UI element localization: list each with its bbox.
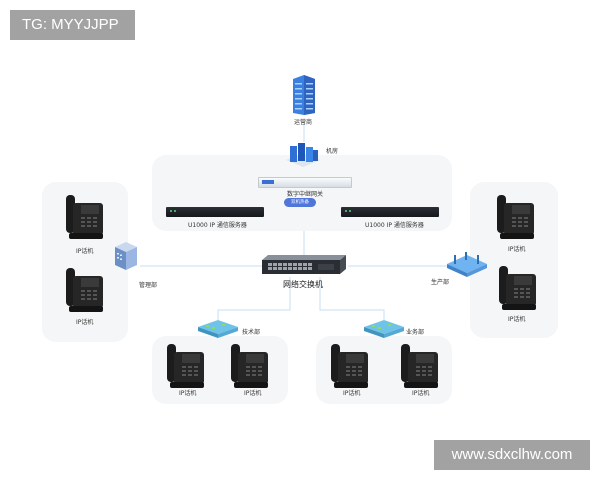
ip-phone-label: IP话机 bbox=[508, 316, 526, 323]
dept-biz-label: 业务部 bbox=[406, 329, 425, 336]
ip-phone-icon bbox=[396, 342, 442, 390]
ip-phone-label: IP话机 bbox=[412, 390, 430, 397]
dept-prod-label: 生产部 bbox=[431, 279, 450, 286]
tech-router-icon bbox=[196, 318, 240, 340]
watermark-top-left: TG: MYYJJPP bbox=[10, 10, 135, 40]
ip-phone-label: IP话机 bbox=[76, 319, 94, 326]
production-router-icon bbox=[445, 252, 489, 278]
ip-phone-icon bbox=[326, 342, 372, 390]
ip-phone-icon bbox=[162, 342, 208, 390]
digital-trunk-gateway bbox=[258, 177, 352, 188]
server-right-label: U1000 IP 通信服务器 bbox=[365, 222, 424, 229]
ip-phone-label: IP话机 bbox=[244, 390, 262, 397]
hot-standby-badge: 双机热备 bbox=[284, 198, 316, 207]
machine-room-servers-icon bbox=[284, 140, 322, 168]
ip-phone-icon bbox=[226, 342, 272, 390]
network-switch-label: 网络交换机 bbox=[283, 280, 323, 289]
ip-phone-label: IP话机 bbox=[508, 246, 526, 253]
ip-phone-icon bbox=[492, 193, 538, 241]
watermark-bottom-right: www.sdxclhw.com bbox=[434, 440, 590, 470]
ip-phone-label: IP话机 bbox=[76, 248, 94, 255]
business-router-icon bbox=[362, 318, 406, 340]
server-left bbox=[166, 207, 264, 217]
network-switch-icon bbox=[262, 255, 346, 275]
ip-phone-label: IP话机 bbox=[179, 390, 197, 397]
operator-building-icon bbox=[291, 73, 317, 115]
server-left-label: U1000 IP 通信服务器 bbox=[188, 222, 247, 229]
gateway-badge-icon bbox=[262, 180, 274, 184]
ip-phone-icon bbox=[494, 264, 540, 312]
gateway-label: 数字中继网关 bbox=[287, 191, 324, 198]
server-right bbox=[341, 207, 439, 217]
dept-mgmt-label: 管理部 bbox=[139, 282, 158, 289]
dept-tech-label: 技术部 bbox=[242, 329, 261, 336]
ip-phone-label: IP话机 bbox=[343, 390, 361, 397]
ip-phone-icon bbox=[61, 193, 107, 241]
operator-label: 运营商 bbox=[294, 119, 313, 126]
machine-room-label: 机房 bbox=[326, 148, 339, 155]
machine-room-panel bbox=[152, 155, 452, 231]
management-gateway-icon bbox=[113, 241, 139, 271]
ip-phone-icon bbox=[61, 266, 107, 314]
